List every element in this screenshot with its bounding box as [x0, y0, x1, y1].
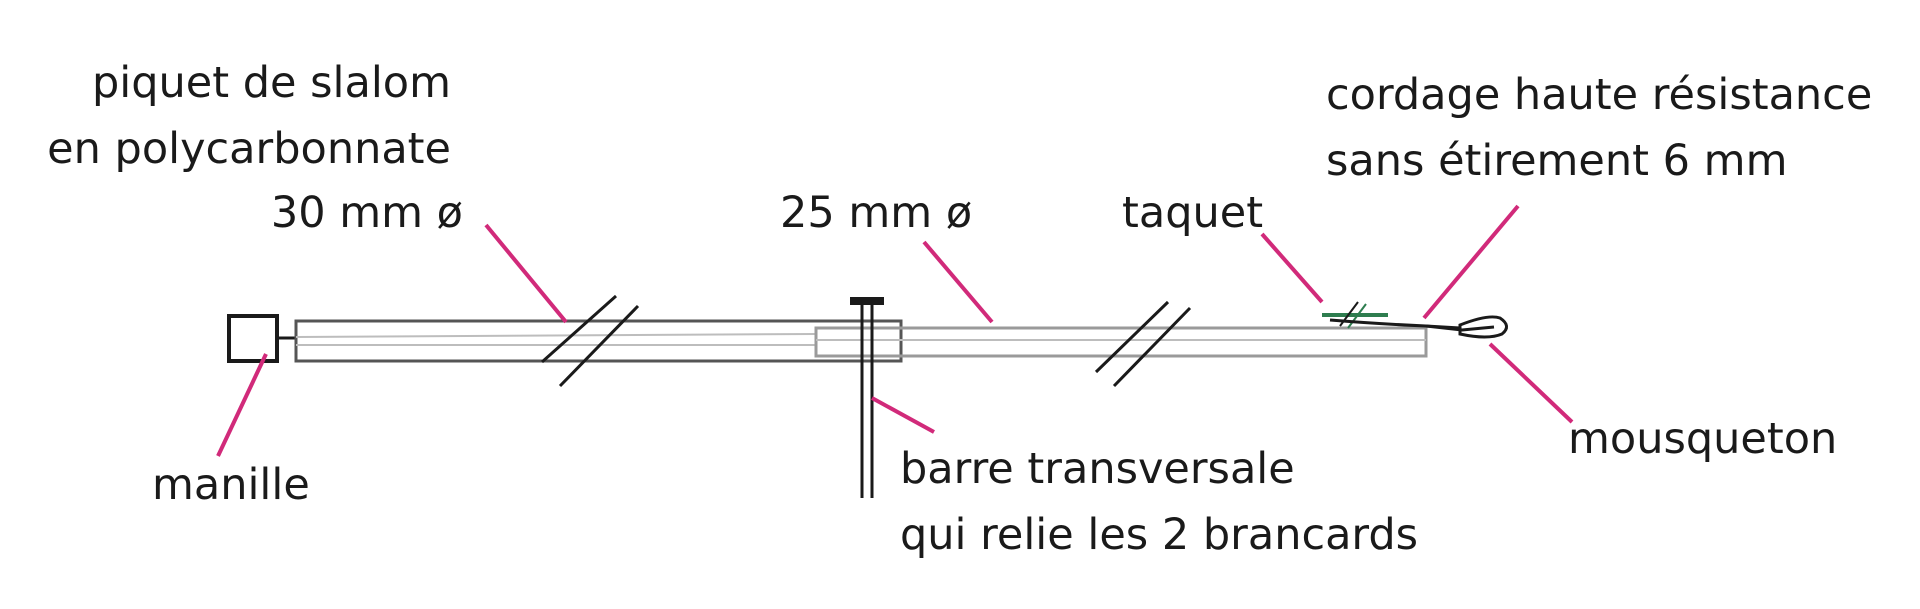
leader-30mm: [484, 223, 568, 324]
break-mark: [1094, 300, 1170, 374]
label-shackle: manille: [152, 460, 310, 510]
cleat-rope: [1347, 303, 1367, 329]
label-pole-material: piquet de slalom en polycarbonnate: [0, 50, 451, 182]
break-mark: [1112, 306, 1192, 388]
label-rope-line-2: sans étirement 6 mm: [1326, 136, 1788, 186]
label-crossbar-line-1: barre transversale: [900, 444, 1295, 494]
pole-25mm: [814, 326, 1428, 358]
label-diameter-30: 30 mm ø: [270, 188, 463, 238]
label-rope: cordage haute résistance sans étirement …: [1326, 62, 1872, 194]
shackle: [227, 314, 279, 363]
crossbar-cap: [850, 297, 884, 305]
label-cleat: taquet: [1122, 188, 1264, 238]
label-pole-material-line-2: en polycarbonnate: [47, 124, 451, 174]
label-diameter-25: 25 mm ø: [780, 188, 973, 238]
pole-30mm-inner-line: [295, 333, 817, 338]
carabiner: [1458, 315, 1508, 339]
label-crossbar: barre transversale qui relie les 2 branc…: [900, 436, 1418, 568]
leader-shackle: [216, 353, 268, 457]
rope: [1329, 318, 1461, 330]
pole-30mm: [294, 319, 903, 363]
break-mark: [541, 294, 617, 364]
break-mark: [558, 304, 640, 388]
leader-crossbar: [871, 396, 935, 434]
leader-25mm: [922, 240, 994, 324]
carabiner-shank: [1425, 324, 1495, 332]
leader-cleat: [1260, 232, 1324, 304]
label-carabiner: mousqueton: [1568, 414, 1838, 464]
label-rope-line-1: cordage haute résistance: [1326, 70, 1873, 120]
leader-carabiner: [1488, 342, 1574, 424]
label-pole-material-line-1: piquet de slalom: [91, 58, 451, 108]
leader-rope: [1422, 204, 1520, 320]
label-crossbar-line-2: qui relie les 2 brancards: [900, 510, 1419, 560]
